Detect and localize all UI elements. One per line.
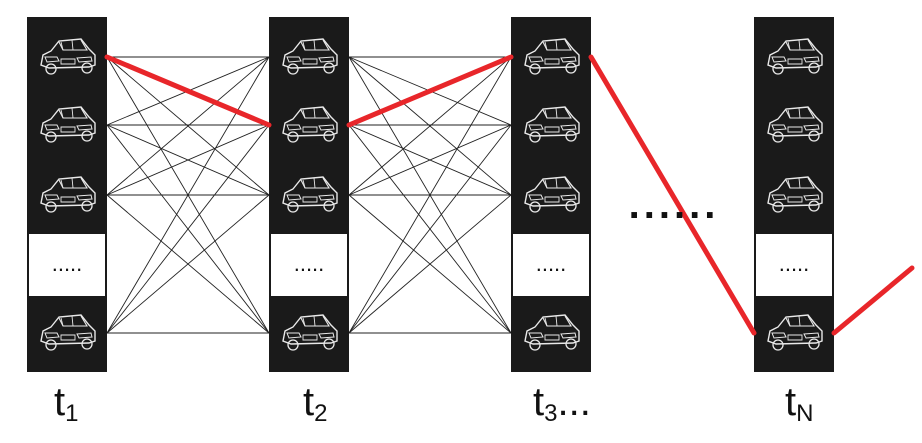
graph-edge bbox=[106, 56, 270, 334]
column-background bbox=[511, 17, 591, 372]
graph-edge bbox=[348, 124, 512, 196]
label-main: t bbox=[533, 380, 545, 424]
ellipsis-slot bbox=[271, 234, 347, 296]
label-suffix: ... bbox=[557, 380, 591, 424]
label-subscript: 3 bbox=[544, 400, 558, 427]
graph-edge bbox=[348, 194, 512, 334]
column-t1: ..... bbox=[27, 17, 107, 372]
ellipsis-text: ..... bbox=[779, 251, 810, 276]
label-main: t bbox=[54, 380, 66, 424]
graph-edge bbox=[106, 194, 270, 334]
column-t2: ..... bbox=[269, 17, 349, 372]
skipped-columns-dots: ...... bbox=[629, 183, 720, 227]
label-subscript: 2 bbox=[314, 400, 328, 427]
best-path-exit-segment bbox=[831, 265, 915, 336]
label-main: t bbox=[785, 380, 797, 424]
column-label-t1: t1 bbox=[54, 382, 78, 426]
column-label-tN: tN bbox=[785, 382, 813, 426]
ellipsis-text: ..... bbox=[52, 251, 83, 276]
graph-edge bbox=[106, 124, 270, 196]
graph-edge bbox=[348, 56, 512, 196]
ellipsis-text: ..... bbox=[536, 251, 567, 276]
ellipsis-text: ..... bbox=[294, 251, 325, 276]
best-path-segment bbox=[588, 54, 757, 336]
column-label-t2: t2 bbox=[303, 382, 327, 426]
ellipsis-slot bbox=[29, 234, 105, 296]
column-background bbox=[754, 17, 834, 372]
graph-edge bbox=[348, 124, 512, 334]
column-label-t3: t3... bbox=[533, 382, 591, 426]
label-subscript: 1 bbox=[65, 400, 79, 427]
column-background bbox=[269, 17, 349, 372]
graph-edge bbox=[106, 56, 270, 196]
column-t3: ..... bbox=[511, 17, 591, 372]
column-background bbox=[27, 17, 107, 372]
label-main: t bbox=[303, 380, 315, 424]
best-path-segment bbox=[104, 54, 272, 128]
ellipsis-slot bbox=[513, 234, 589, 296]
graph-edge bbox=[106, 124, 270, 334]
ellipsis-slot bbox=[756, 234, 832, 296]
best-path-segment bbox=[346, 54, 514, 128]
label-subscript: N bbox=[796, 400, 814, 427]
column-tN: ..... bbox=[754, 17, 834, 372]
graph-edge bbox=[348, 56, 512, 334]
